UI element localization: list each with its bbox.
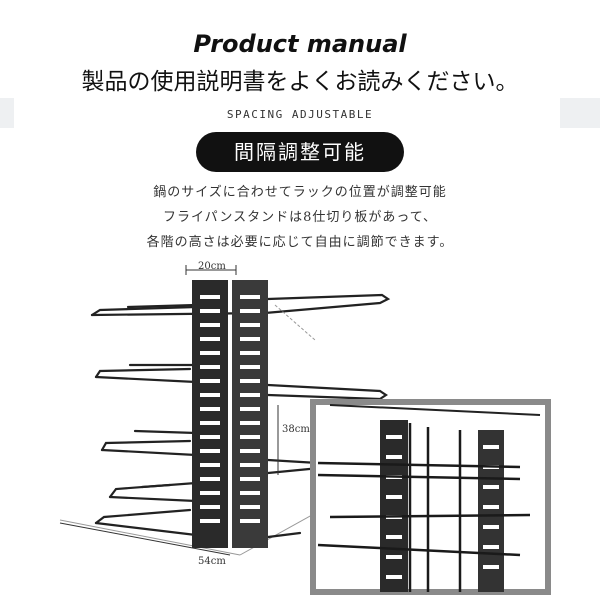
width-dimension: 20cm xyxy=(185,261,237,275)
header-band xyxy=(0,0,600,98)
pan-rack-illustration: 20cm xyxy=(59,261,551,595)
description-line-1: 鍋のサイズに合わせてラックの位置が調整可能 xyxy=(153,185,447,200)
description-line-2: フライパンスタンドは8仕切り板があって、 xyxy=(162,210,438,225)
vertical-panels xyxy=(192,280,268,548)
length-label: 54cm xyxy=(198,556,226,567)
adjustable-badge: 間隔調整可能 xyxy=(196,132,404,172)
description-line-3: 各階の高さは必要に応じて自由に調節できます。 xyxy=(146,235,454,250)
side-shade-right xyxy=(560,98,600,128)
manual-instruction-text: 製品の使用説明書をよくお読みください。 xyxy=(81,69,519,95)
product-manual-title: Product manual xyxy=(193,30,407,58)
length-dimension: 54cm xyxy=(59,522,231,567)
height-dimension: 38cm xyxy=(274,304,316,475)
detail-inset xyxy=(310,399,551,595)
height-label: 38cm xyxy=(282,424,310,435)
width-label: 20cm xyxy=(198,261,226,272)
side-shade-left xyxy=(0,98,14,128)
spacing-adjustable-label: SPACING ADJUSTABLE xyxy=(226,108,374,121)
